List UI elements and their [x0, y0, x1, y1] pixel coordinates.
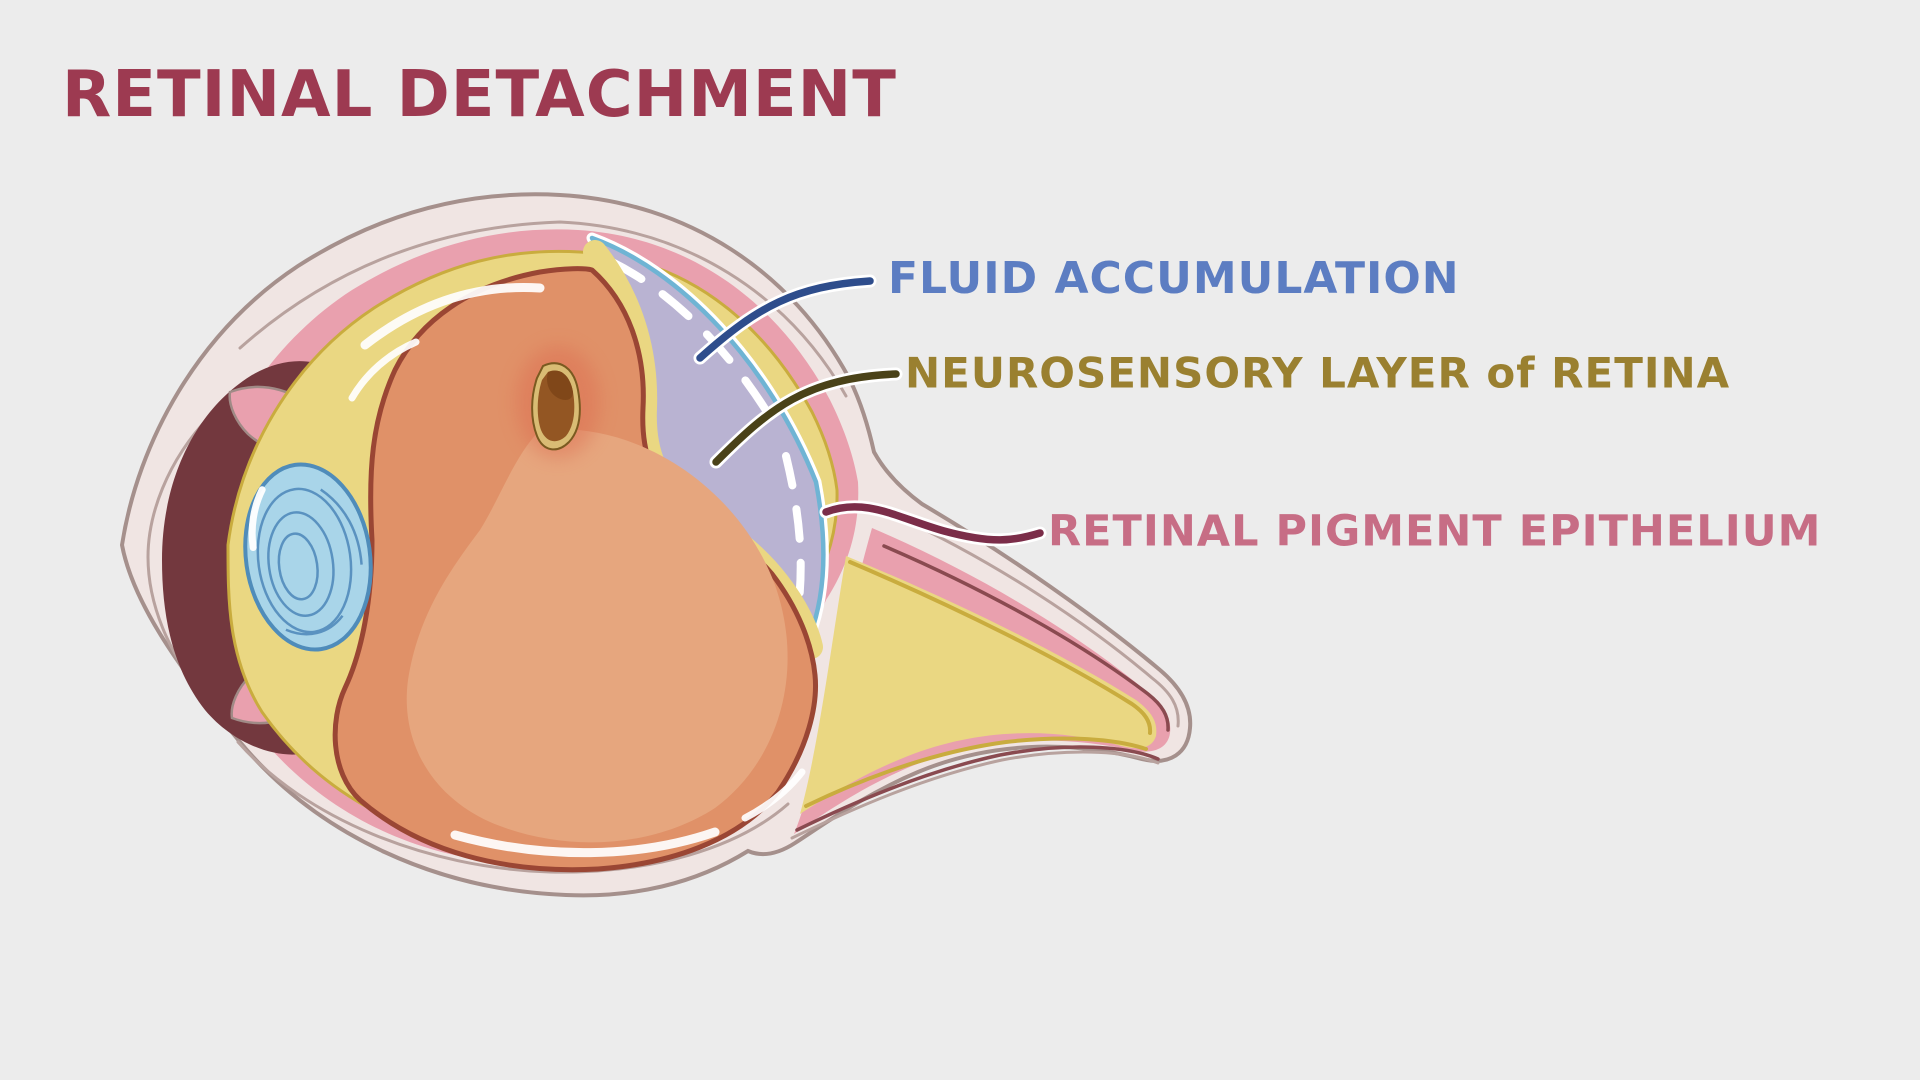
lens-highlight: [248, 486, 266, 552]
retinal-tear: [516, 346, 600, 458]
optic-nerve-lines: [795, 544, 1170, 832]
optic-nerve-core: [800, 556, 1157, 814]
fluid-highlight-dashed-top: [608, 258, 776, 424]
retinal-tear-shadow: [547, 370, 573, 400]
vitreous-shine-bottom-small: [741, 768, 806, 822]
lens-fiber-ring-1: [256, 487, 353, 634]
optic-nerve-gold-line-top: [848, 560, 1153, 735]
vitreous-shine-arcs: [348, 282, 806, 858]
label-neurosensory-layer: NEUROSENSORY LAYER of RETINA: [905, 349, 1730, 398]
lens-fiber-ring-2: [267, 511, 335, 617]
vitreous-highlight: [406, 429, 788, 843]
label-retinal-pigment-epithelium: RETINAL PIGMENT EPITHELIUM: [1048, 507, 1821, 557]
eye-cross-section: FLUID ACCUMULATION NEUROSENSORY LAYER of…: [119, 192, 1821, 898]
lens-fiber-arc-1: [320, 488, 363, 565]
sclera-inner-lines: [146, 220, 1180, 874]
page-title: RETINAL DETACHMENT: [62, 58, 897, 132]
sclera-inner-line-top: [238, 220, 848, 398]
leader-lines: [693, 274, 1047, 547]
lens-fibers: [256, 487, 363, 636]
lens: [243, 462, 373, 652]
optic-nerve-inner-line-bottom: [790, 750, 1160, 840]
leader-line-neurosensory: [712, 370, 900, 466]
sclera-inner-line-bottom: [236, 740, 790, 874]
optic-nerve-maroon-line-bottom: [795, 745, 1160, 832]
optic-nerve-gold-line-bottom: [804, 736, 1148, 808]
optic-nerve-maroon-line-top: [882, 544, 1170, 732]
vitreous-shine-top-small: [348, 338, 420, 402]
vitreous-shine-top: [360, 282, 545, 350]
lens-fiber-arc-2: [285, 615, 344, 636]
optic-nerve-inner-line-top: [894, 514, 1180, 728]
label-fluid-accumulation: FLUID ACCUMULATION: [888, 253, 1460, 304]
leader-line-rpe: [822, 503, 1044, 544]
leader-line-fluid: [696, 277, 874, 362]
lens-body: [243, 462, 373, 652]
vitreous-shine-bottom: [450, 827, 720, 858]
lens-fiber-ring-3: [277, 532, 319, 601]
